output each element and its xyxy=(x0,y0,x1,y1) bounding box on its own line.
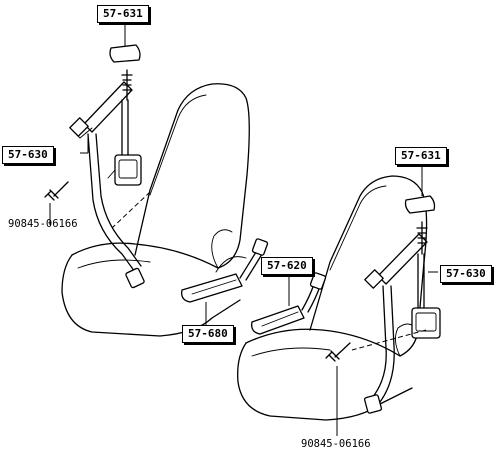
callout-57-620: 57-620 xyxy=(261,257,313,275)
right-buckle xyxy=(251,272,327,335)
callout-57-680: 57-680 xyxy=(182,325,234,343)
callout-57-631-right: 57-631 xyxy=(395,147,447,165)
right-seat xyxy=(237,175,428,421)
callout-57-631-top: 57-631 xyxy=(97,5,149,23)
part-number-90845-right: 90845-06166 xyxy=(301,438,371,450)
right-seat-belt xyxy=(325,195,441,414)
callout-57-630-right: 57-630 xyxy=(440,265,492,283)
left-seat xyxy=(61,83,250,337)
left-buckle xyxy=(181,238,269,303)
left-seat-belt xyxy=(44,44,145,289)
callout-57-630-left: 57-630 xyxy=(2,146,54,164)
leader-lines xyxy=(49,20,438,436)
part-number-90845-left: 90845-06166 xyxy=(8,218,78,230)
